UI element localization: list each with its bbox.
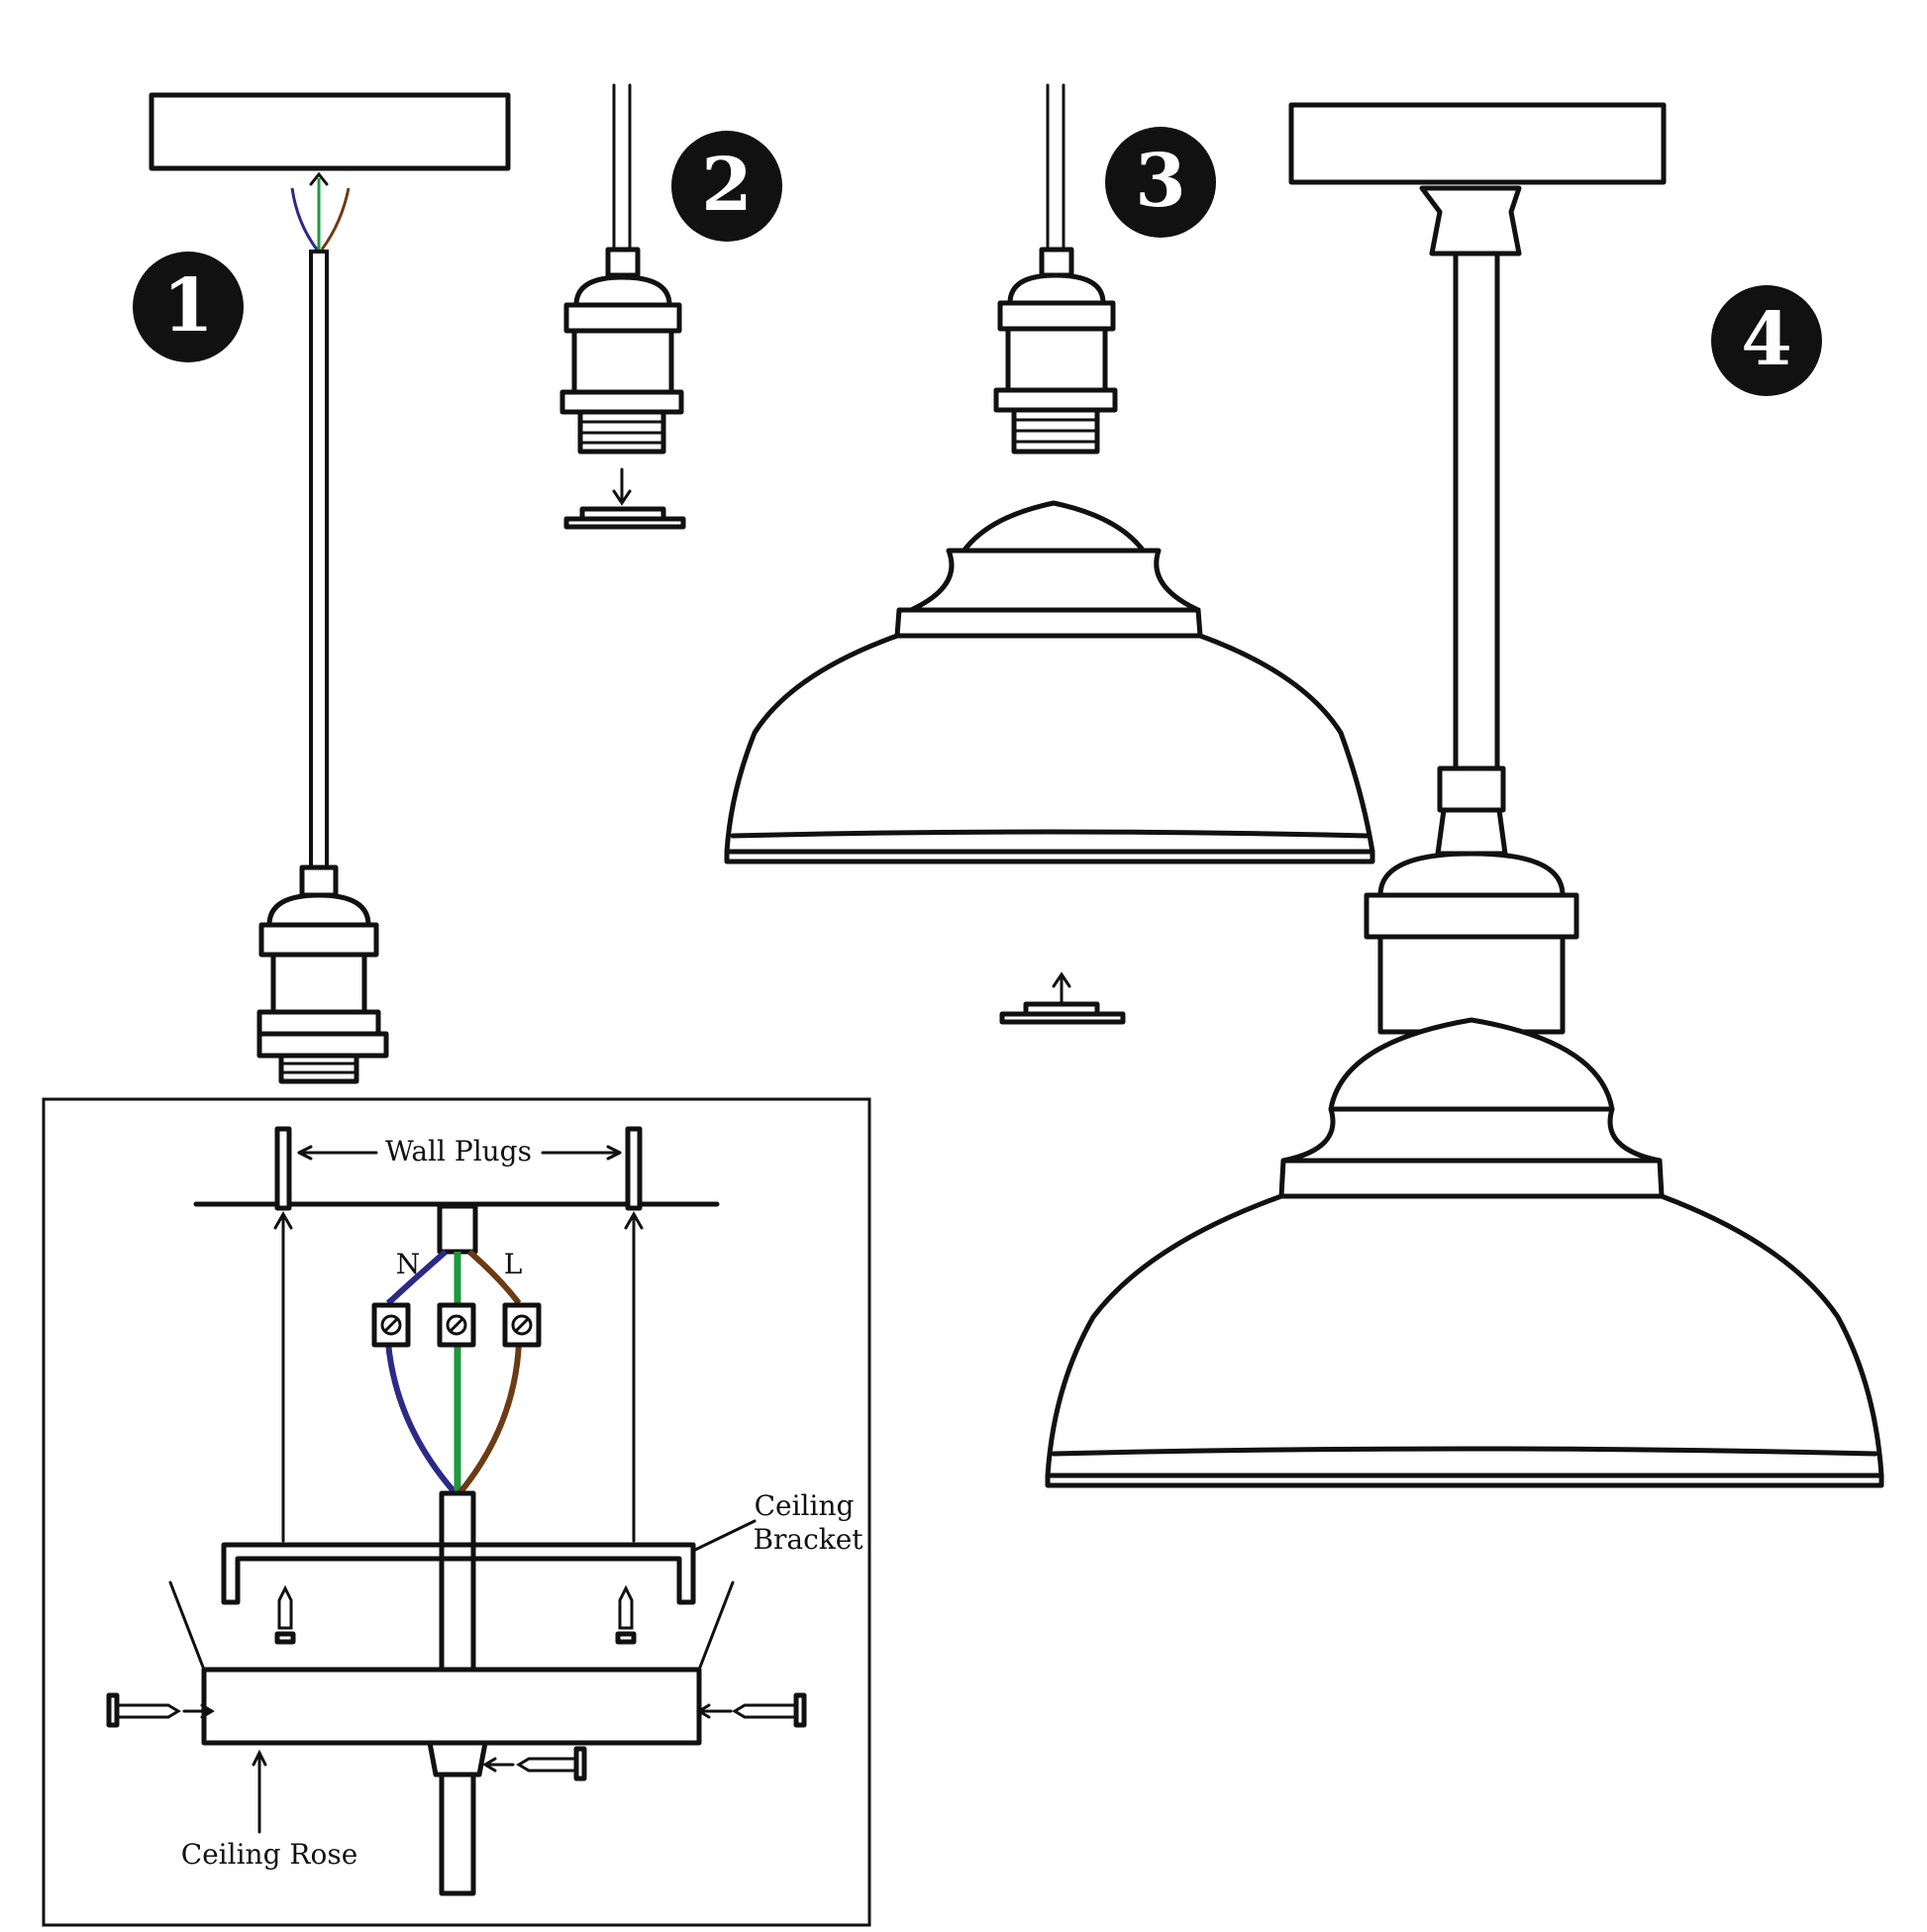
ceiling-plate: [149, 92, 511, 171]
screw-icon: [615, 1584, 637, 1645]
rose-taper-lines: [168, 1580, 735, 1672]
step-3-illustration: 3: [724, 83, 1375, 1025]
pendant-cord: [309, 250, 329, 869]
rose-cord-grip: [427, 1740, 488, 1778]
pendant-cable-lower: [439, 1772, 476, 1896]
leader-line: [691, 1519, 757, 1553]
arrow-left-icon: [297, 1145, 378, 1161]
lamp-shade: [724, 500, 1375, 864]
step-2-illustration: 2: [559, 83, 782, 530]
ceiling-bracket: [221, 1542, 696, 1605]
screw-icon: [482, 1746, 587, 1781]
wall-plug-left: [274, 1126, 292, 1211]
label-live: L: [504, 1248, 523, 1280]
lamp-holder: [1364, 765, 1579, 1035]
label-ceiling-rose: Ceiling Rose: [181, 1838, 358, 1871]
shade-ring-base: [563, 516, 686, 530]
terminal-block-neutral: [371, 1302, 411, 1348]
step-badge-1: 1: [133, 252, 244, 362]
pendant-cable: [439, 1490, 476, 1675]
arrow-up-icon: [624, 1210, 644, 1543]
wire-neutral: [385, 1249, 458, 1495]
step-1-illustration: 1: [133, 92, 511, 1084]
step-badge-4: 4: [1711, 285, 1822, 396]
wiring-inset: Wall Plugs N L: [42, 1097, 871, 1927]
ceiling-rose: [201, 1667, 702, 1746]
step-number: 2: [701, 143, 753, 228]
label-bracket: Bracket: [753, 1523, 863, 1556]
step-number: 4: [1741, 297, 1792, 382]
label-wall-plugs: Wall Plugs: [385, 1135, 532, 1168]
step-badge-3: 3: [1105, 127, 1216, 238]
ceiling-cup: [1419, 185, 1522, 256]
pendant-cord: [1046, 83, 1065, 252]
lamp-shade: [1045, 1017, 1884, 1488]
supply-cable: [437, 1203, 478, 1255]
label-neutral: N: [396, 1248, 421, 1280]
step-badge-2: 2: [671, 131, 782, 242]
lamp-holder: [993, 247, 1118, 455]
ceiling-plate: [1288, 102, 1667, 185]
screw-icon: [274, 1584, 296, 1645]
terminal-block-earth: [437, 1302, 476, 1348]
shade-ring-base: [999, 1011, 1126, 1025]
wall-plug-right: [625, 1126, 643, 1211]
arrow-up-icon: [273, 1210, 293, 1543]
pendant-cord: [1453, 251, 1500, 771]
step-number: 3: [1135, 139, 1186, 224]
terminal-block-live: [502, 1302, 542, 1348]
label-ceiling: Ceiling: [755, 1489, 855, 1522]
arrow-right-icon: [541, 1145, 622, 1161]
lamp-holder: [559, 247, 684, 455]
screw-icon: [106, 1692, 215, 1728]
arrow-down-icon: [612, 467, 632, 506]
pendant-cord: [612, 83, 632, 252]
lamp-holder: [256, 864, 389, 1084]
wire-live: [456, 1249, 522, 1495]
step-number: 1: [162, 263, 214, 349]
wire-neutral-small: [290, 187, 319, 251]
arrow-up-icon: [309, 171, 329, 186]
wire-live-small: [320, 187, 351, 251]
step-4-illustration: 4: [1045, 102, 1884, 1488]
arrow-up-icon: [252, 1749, 267, 1834]
screw-icon: [696, 1692, 807, 1728]
